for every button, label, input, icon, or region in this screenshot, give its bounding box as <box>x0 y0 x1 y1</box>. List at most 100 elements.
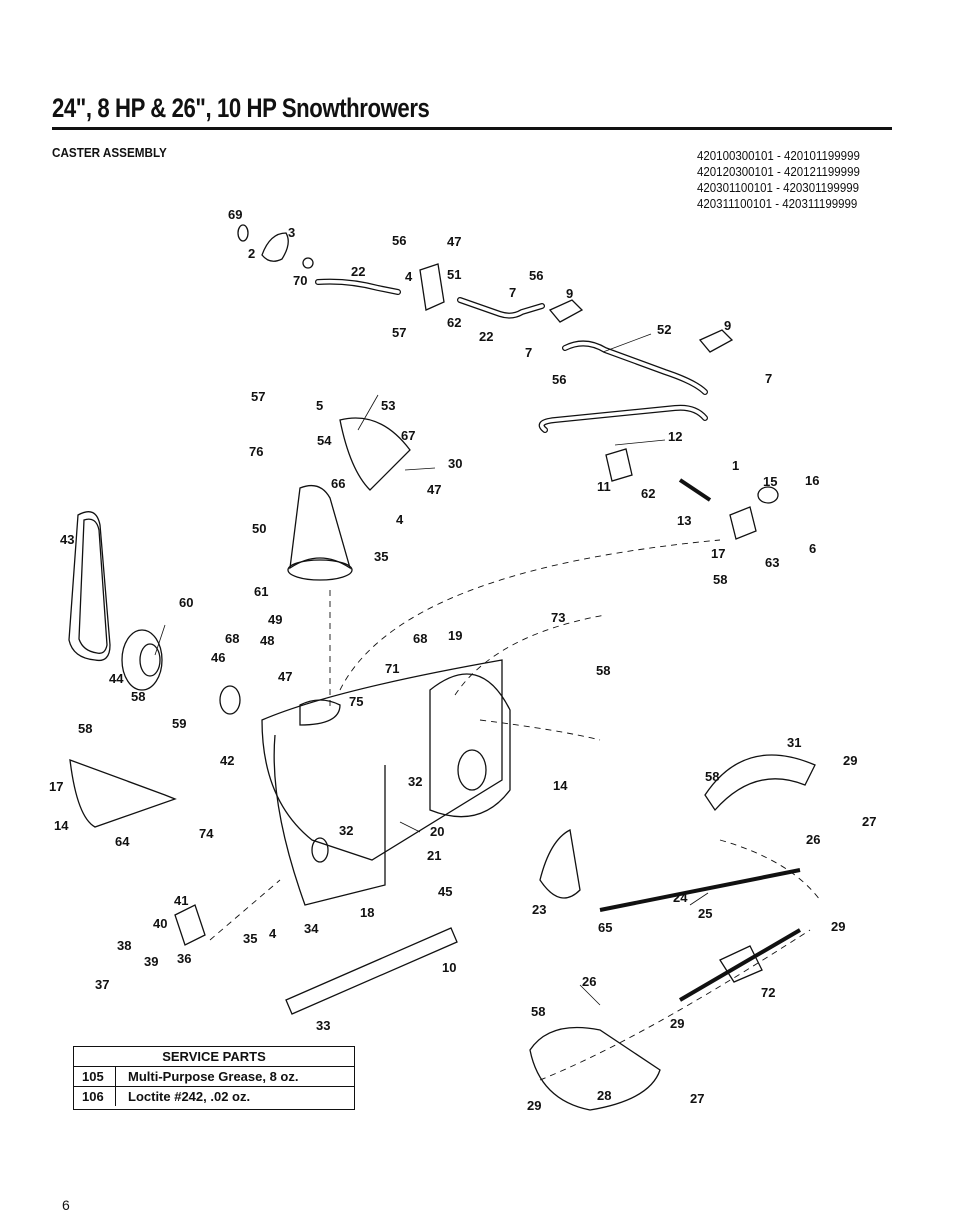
serial-range-list: 420100300101 - 420101199999 420120300101… <box>697 148 860 212</box>
callout-58: 58 <box>131 689 145 704</box>
callout-65: 65 <box>598 920 612 935</box>
callout-47: 47 <box>278 669 292 684</box>
callout-20: 20 <box>430 824 444 839</box>
callout-36: 36 <box>177 951 191 966</box>
callout-43: 43 <box>60 532 74 547</box>
callout-37: 37 <box>95 977 109 992</box>
callout-75: 75 <box>349 694 363 709</box>
page-title: 24", 8 HP & 26", 10 HP Snowthrowers <box>52 93 430 123</box>
callout-68: 68 <box>225 631 239 646</box>
callout-48: 48 <box>260 633 274 648</box>
callout-69: 69 <box>228 207 242 222</box>
callout-70: 70 <box>293 273 307 288</box>
callout-44: 44 <box>109 671 124 686</box>
callout-47: 47 <box>427 482 441 497</box>
callout-26: 26 <box>582 974 596 989</box>
callout-63: 63 <box>765 555 779 570</box>
callout-10: 10 <box>442 960 456 975</box>
callout-5: 5 <box>316 398 323 413</box>
callout-labels: 69 3 2 70 22 56 47 4 51 57 62 22 56 7 9 … <box>49 207 876 1113</box>
callout-1: 1 <box>732 458 739 473</box>
callout-19: 19 <box>448 628 462 643</box>
callout-29: 29 <box>527 1098 541 1113</box>
callout-50: 50 <box>252 521 266 536</box>
callout-62: 62 <box>641 486 655 501</box>
callout-58: 58 <box>713 572 727 587</box>
callout-56: 56 <box>392 233 406 248</box>
callout-46: 46 <box>211 650 225 665</box>
callout-61: 61 <box>254 584 268 599</box>
callout-58: 58 <box>78 721 92 736</box>
callout-26: 26 <box>806 832 820 847</box>
callout-2: 2 <box>248 246 255 261</box>
callout-17: 17 <box>49 779 63 794</box>
service-parts-heading: SERVICE PARTS <box>74 1047 354 1067</box>
part-description: Loctite #242, .02 oz. <box>128 1089 251 1104</box>
callout-59: 59 <box>172 716 186 731</box>
service-parts-table: SERVICE PARTS 105 Multi-Purpose Grease, … <box>73 1046 355 1110</box>
callout-27: 27 <box>862 814 876 829</box>
callout-67: 67 <box>401 428 415 443</box>
callout-16: 16 <box>805 473 819 488</box>
callout-15: 15 <box>763 474 777 489</box>
callout-72: 72 <box>761 985 775 1000</box>
callout-22: 22 <box>479 329 493 344</box>
part-number: 105 <box>74 1067 116 1086</box>
callout-7: 7 <box>525 345 532 360</box>
callout-45: 45 <box>438 884 452 899</box>
callout-24: 24 <box>673 890 688 905</box>
callout-31: 31 <box>787 735 801 750</box>
callout-58: 58 <box>705 769 719 784</box>
callout-57: 57 <box>251 389 265 404</box>
callout-54: 54 <box>317 433 332 448</box>
serial-range: 420301100101 - 420301199999 <box>697 181 860 195</box>
callout-28: 28 <box>597 1088 611 1103</box>
callout-56: 56 <box>552 372 566 387</box>
callout-52: 52 <box>657 322 671 337</box>
callout-38: 38 <box>117 938 131 953</box>
callout-64: 64 <box>115 834 130 849</box>
callout-33: 33 <box>316 1018 330 1033</box>
part-description: Multi-Purpose Grease, 8 oz. <box>128 1069 299 1084</box>
callout-35: 35 <box>374 549 388 564</box>
callout-14: 14 <box>54 818 69 833</box>
callout-41: 41 <box>174 893 188 908</box>
callout-53: 53 <box>381 398 395 413</box>
callout-9: 9 <box>724 318 731 333</box>
callout-25: 25 <box>698 906 712 921</box>
callout-9: 9 <box>566 286 573 301</box>
callout-34: 34 <box>304 921 319 936</box>
callout-73: 73 <box>551 610 565 625</box>
callout-21: 21 <box>427 848 441 863</box>
callout-76: 76 <box>249 444 263 459</box>
callout-7: 7 <box>765 371 772 386</box>
callout-39: 39 <box>144 954 158 969</box>
title-rule <box>52 127 892 130</box>
callout-66: 66 <box>331 476 345 491</box>
callout-4: 4 <box>396 512 404 527</box>
section-heading: CASTER ASSEMBLY <box>52 145 167 160</box>
callout-68: 68 <box>413 631 427 646</box>
serial-range: 420120300101 - 420121199999 <box>697 165 860 179</box>
callout-22: 22 <box>351 264 365 279</box>
callout-3: 3 <box>288 225 295 240</box>
callout-32: 32 <box>408 774 422 789</box>
callout-32: 32 <box>339 823 353 838</box>
callout-35: 35 <box>243 931 257 946</box>
callout-6: 6 <box>809 541 816 556</box>
serial-range: 420311100101 - 420311199999 <box>697 197 858 211</box>
callout-42: 42 <box>220 753 234 768</box>
callout-57: 57 <box>392 325 406 340</box>
callout-29: 29 <box>831 919 845 934</box>
callout-56: 56 <box>529 268 543 283</box>
callout-14: 14 <box>553 778 568 793</box>
callout-40: 40 <box>153 916 167 931</box>
callout-23: 23 <box>532 902 546 917</box>
callout-4: 4 <box>405 269 413 284</box>
callout-17: 17 <box>711 546 725 561</box>
callout-4: 4 <box>269 926 277 941</box>
callout-71: 71 <box>385 661 399 676</box>
callout-7: 7 <box>509 285 516 300</box>
callout-30: 30 <box>448 456 462 471</box>
callout-49: 49 <box>268 612 282 627</box>
